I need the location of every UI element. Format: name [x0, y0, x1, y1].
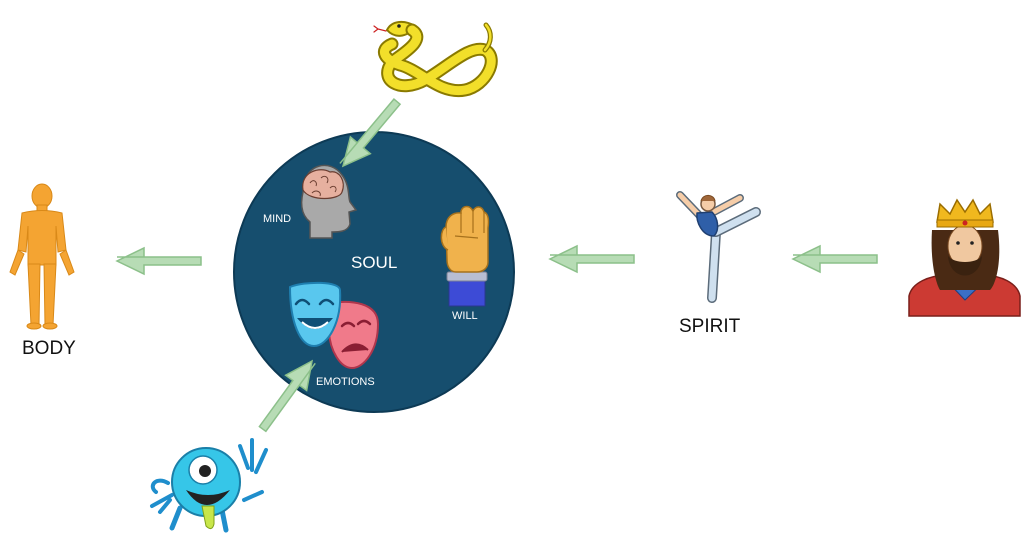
arrow-spirit-to-soul [549, 245, 635, 273]
body-label: BODY [22, 338, 76, 359]
emotions-label: EMOTIONS [316, 376, 375, 388]
serpent-icon [373, 20, 498, 98]
arrow-soul-to-body [116, 247, 202, 275]
monster-icon [150, 438, 268, 533]
dancer-icon [676, 191, 761, 303]
human-figure-icon [9, 183, 75, 330]
crowned-king-icon [908, 198, 1021, 317]
soul-label: SOUL [351, 253, 398, 272]
spirit-label: SPIRIT [679, 316, 741, 337]
arrow-king-to-spirit [792, 245, 878, 273]
raised-fist-icon [440, 205, 490, 307]
mind-label: MIND [263, 213, 292, 225]
will-label: WILL [452, 310, 478, 322]
brain-head-icon [300, 164, 358, 239]
theater-masks-icon [288, 281, 380, 370]
